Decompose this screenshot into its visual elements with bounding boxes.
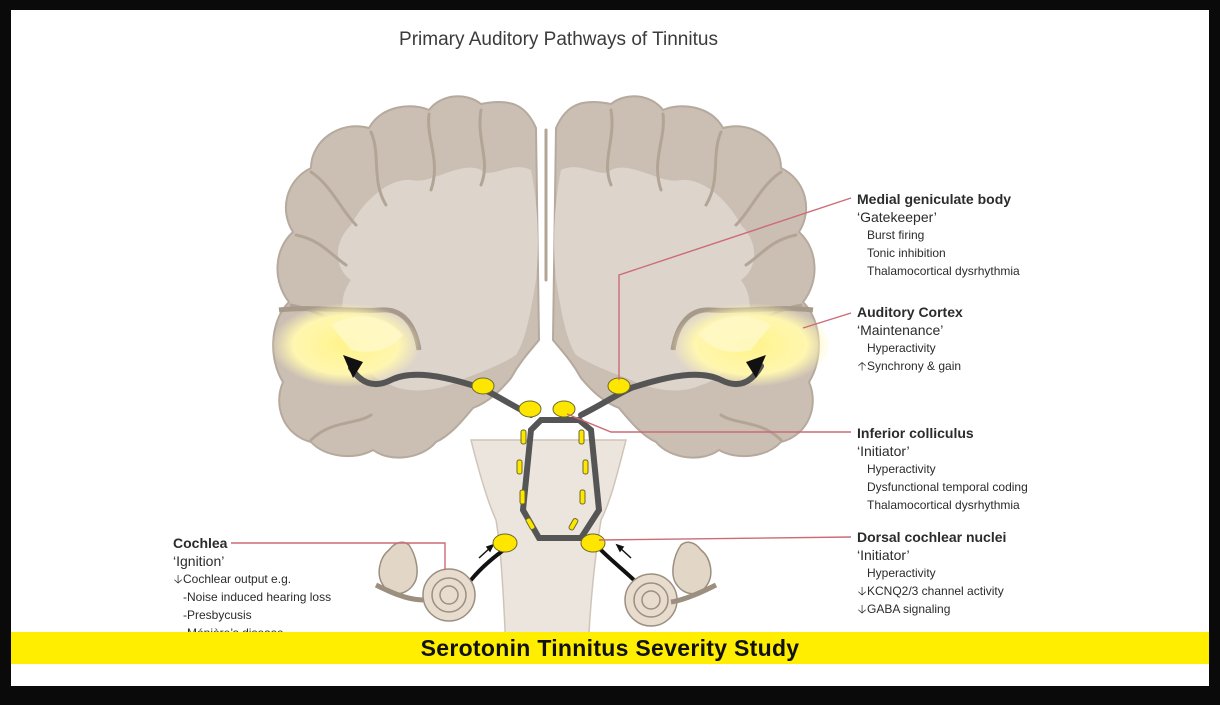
dcn-heading: Dorsal cochlear nuclei bbox=[857, 528, 1006, 546]
leader-dcn bbox=[599, 537, 851, 540]
inferior-colliculus-item: Thalamocortical dysrhythmia bbox=[857, 496, 1028, 514]
dcn-role: ‘Initiator’ bbox=[857, 546, 1006, 564]
banner-title: Serotonin Tinnitus Severity Study bbox=[421, 635, 800, 662]
left-dcn-nucleus bbox=[493, 534, 517, 552]
diagram-frame: Primary Auditory Pathways of Tinnitus Me… bbox=[11, 10, 1209, 686]
label-dorsal-cochlear-nuclei: Dorsal cochlear nuclei ‘Initiator’ Hyper… bbox=[857, 528, 1006, 618]
cochlea-item: -Noise induced hearing loss bbox=[173, 588, 331, 606]
left-ic-nucleus bbox=[519, 401, 541, 417]
up-arrow-icon: 🡡 bbox=[857, 357, 867, 375]
mgb-item: Tonic inhibition bbox=[857, 244, 1020, 262]
dcn-item: 🡣KCNQ2/3 channel activity bbox=[857, 582, 1006, 600]
right-cochlea bbox=[625, 542, 716, 626]
study-banner: Serotonin Tinnitus Severity Study bbox=[11, 632, 1209, 664]
left-mgb-nucleus bbox=[472, 378, 494, 394]
down-arrow-icon: 🡣 bbox=[857, 582, 867, 600]
cochlea-heading: Cochlea bbox=[173, 534, 331, 552]
inferior-colliculus-heading: Inferior colliculus bbox=[857, 424, 1028, 442]
auditory-cortex-role: ‘Maintenance’ bbox=[857, 321, 963, 339]
label-cochlea: Cochlea ‘Ignition’ 🡣Cochlear output e.g.… bbox=[173, 534, 331, 642]
down-arrow-icon: 🡣 bbox=[173, 570, 183, 588]
mgb-item: Thalamocortical dysrhythmia bbox=[857, 262, 1020, 280]
diagram-title: Primary Auditory Pathways of Tinnitus bbox=[11, 29, 1011, 51]
label-inferior-colliculus: Inferior colliculus ‘Initiator’ Hyperact… bbox=[857, 424, 1028, 514]
cochlea-intro: 🡣Cochlear output e.g. bbox=[173, 570, 331, 588]
right-dcn-nucleus bbox=[581, 534, 605, 552]
down-arrow-icon: 🡣 bbox=[857, 600, 867, 618]
auditory-cortex-heading: Auditory Cortex bbox=[857, 303, 963, 321]
cochlea-role: ‘Ignition’ bbox=[173, 552, 331, 570]
right-mgb-nucleus bbox=[608, 378, 630, 394]
dcn-item: 🡣GABA signaling bbox=[857, 600, 1006, 618]
left-cochlea bbox=[376, 542, 475, 621]
inferior-colliculus-role: ‘Initiator’ bbox=[857, 442, 1028, 460]
inferior-colliculus-item: Hyperactivity bbox=[857, 460, 1028, 478]
mgb-role: ‘Gatekeeper’ bbox=[857, 208, 1020, 226]
label-auditory-cortex: Auditory Cortex ‘Maintenance’ Hyperactiv… bbox=[857, 303, 963, 375]
right-ic-nucleus bbox=[553, 401, 575, 417]
mgb-heading: Medial geniculate body bbox=[857, 190, 1020, 208]
label-medial-geniculate-body: Medial geniculate body ‘Gatekeeper’ Burs… bbox=[857, 190, 1020, 280]
mgb-item: Burst firing bbox=[857, 226, 1020, 244]
auditory-cortex-item: Hyperactivity bbox=[857, 339, 963, 357]
inferior-colliculus-item: Dysfunctional temporal coding bbox=[857, 478, 1028, 496]
dcn-item: Hyperactivity bbox=[857, 564, 1006, 582]
cochlea-item: -Presbycusis bbox=[173, 606, 331, 624]
auditory-cortex-item: 🡡Synchrony & gain bbox=[857, 357, 963, 375]
